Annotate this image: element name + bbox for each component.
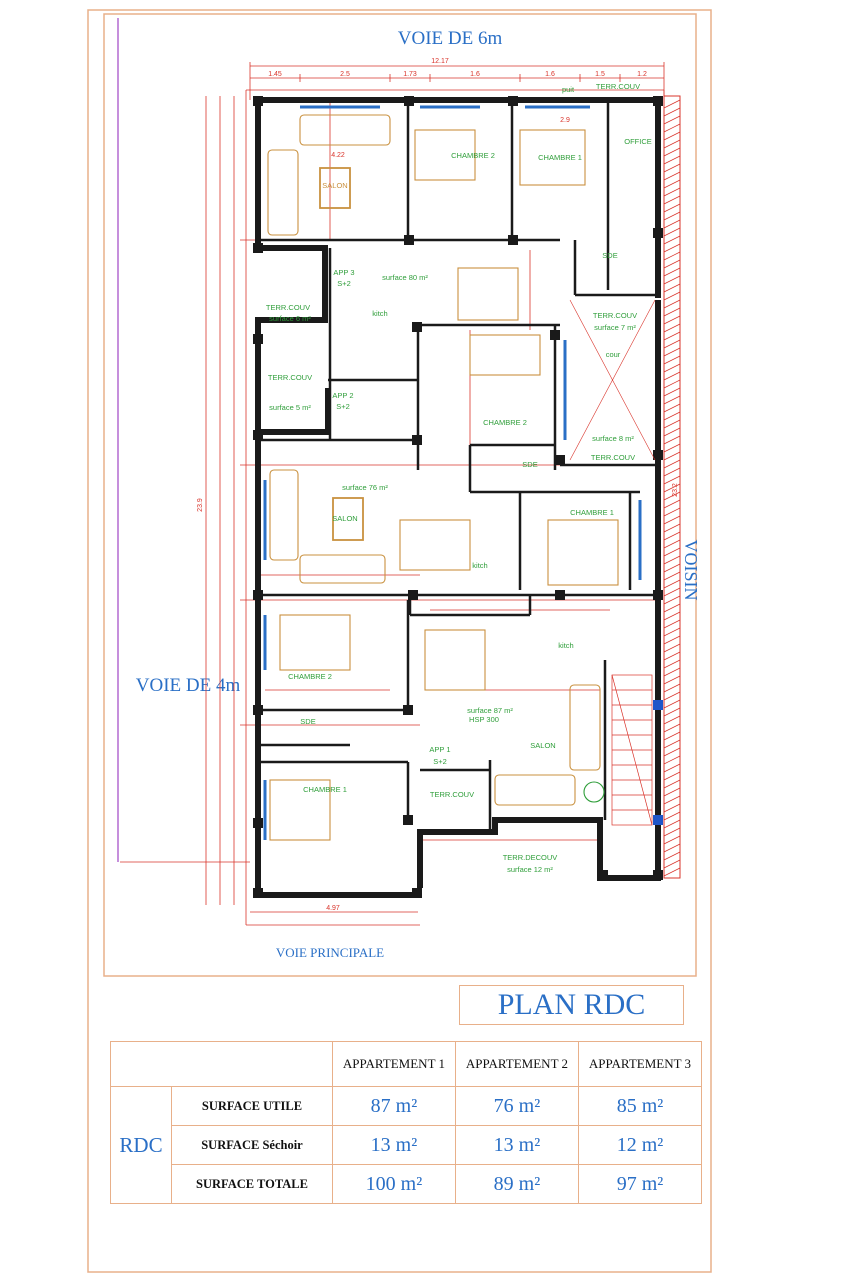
dim-top-8: 2.9 (560, 117, 570, 124)
label-salon-top: SALON (322, 181, 347, 190)
row-label: SURFACE UTILE (171, 1086, 333, 1126)
dim-top-5: 1.6 (545, 71, 555, 78)
table-cell: 13 m² (454, 1125, 579, 1165)
label-salon-mid: SALON (332, 514, 357, 523)
label-app2: APP 2 (332, 391, 353, 400)
exterior-walls (255, 97, 661, 898)
table-cell: 89 m² (454, 1164, 579, 1204)
label-chambre2-low: CHAMBRE 2 (288, 672, 332, 681)
label-app1: APP 1 (429, 745, 450, 754)
windows (263, 105, 642, 840)
top-road-label: VOIE DE 6m (398, 28, 503, 49)
dim-top-1: 1.45 (268, 71, 282, 78)
dim-top-7: 1.2 (637, 71, 647, 78)
label-app3: APP 3 (333, 268, 354, 277)
columns (253, 96, 663, 898)
label-chambre1-top: CHAMBRE 1 (538, 153, 582, 162)
label-surface-87: surface 87 m² (467, 706, 513, 715)
left-road-label: VOIE DE 4m (136, 675, 241, 696)
plan-title: PLAN RDC (497, 988, 646, 1021)
table-cell: 87 m² (331, 1086, 456, 1126)
plan-frame (103, 13, 697, 977)
table-header-cell: APPARTEMENT 1 (331, 1041, 456, 1087)
dim-total-top: 12.17 (431, 58, 449, 65)
label-surface-8: surface 8 m² (592, 434, 634, 443)
label-hsp: HSP 300 (469, 715, 499, 724)
table-header-cell (110, 1041, 333, 1087)
label-salon-low: SALON (530, 741, 555, 750)
label-terr-couv-left: TERR.COUV (266, 303, 310, 312)
table-cell: 13 m² (331, 1125, 456, 1165)
surface-table: APPARTEMENT 1 APPARTEMENT 2 APPARTEMENT … (110, 1041, 703, 1204)
label-surface-76: surface 76 m² (342, 483, 388, 492)
table-row: RDC SURFACE UTILE 87 m² 76 m² 85 m² (110, 1086, 703, 1204)
label-terr-decouv: TERR.DECOUV (503, 853, 558, 862)
plan-title-box: PLAN RDC (459, 985, 684, 1025)
dim-right-total: 23.2 (672, 483, 679, 497)
label-surface-12: surface 12 m² (507, 865, 553, 874)
label-surface-5: surface 5 m² (269, 403, 311, 412)
table-header-cell: APPARTEMENT 2 (454, 1041, 579, 1087)
label-cour: cour (606, 350, 621, 359)
dim-bottom: 4.97 (326, 905, 340, 912)
label-kitch-mid: kitch (472, 561, 487, 570)
furniture (267, 114, 619, 841)
label-terr-couv-right: TERR.COUV (593, 311, 637, 320)
label-sde-mid: SDE (522, 460, 537, 469)
label-chambre1-mid: CHAMBRE 1 (570, 508, 614, 517)
label-app1-s: S+2 (433, 757, 447, 766)
table-cell: 76 m² (454, 1086, 579, 1126)
level-cell: RDC (110, 1086, 172, 1204)
label-chambre2-top: CHAMBRE 2 (451, 151, 495, 160)
stair (611, 674, 653, 826)
table-cell: 12 m² (577, 1125, 703, 1165)
table-row: SURFACE TOTALE 100 m² 89 m² 97 m² (111, 1164, 703, 1204)
label-kitch-low: kitch (558, 641, 573, 650)
dim-salon-top: 4.22 (331, 152, 345, 159)
table-row: SURFACE Séchoir 13 m² 13 m² 12 m² (111, 1125, 703, 1165)
table-cell: 97 m² (577, 1164, 703, 1204)
label-surface-6: surface 6 m² (269, 314, 311, 323)
label-app2-s: S+2 (336, 402, 350, 411)
courtyard-cross (569, 299, 656, 461)
label-kitch-top: kitch (372, 309, 387, 318)
label-sde-top: SDE (602, 251, 617, 260)
label-surface-80: surface 80 m² (382, 273, 428, 282)
label-terr-couv-left2: TERR.COUV (268, 373, 312, 382)
dim-top-6: 1.5 (595, 71, 605, 78)
label-terr-couv-r2: TERR.COUV (591, 453, 635, 462)
neighbor-label: VOISIN (681, 540, 701, 601)
table-cell: 85 m² (577, 1086, 703, 1126)
outer-frame (87, 9, 712, 1273)
dimension-texts: 12.17 1.45 2.5 1.73 1.6 1.6 1.5 1.2 2.9 … (197, 58, 679, 912)
dim-top-4: 1.6 (470, 71, 480, 78)
dimension-lines (120, 62, 665, 926)
label-app3-s: S+2 (337, 279, 351, 288)
label-puit: puit (562, 85, 575, 94)
row-label: SURFACE TOTALE (171, 1164, 333, 1204)
label-chambre2-mid: CHAMBRE 2 (483, 418, 527, 427)
label-sde-low: SDE (300, 717, 315, 726)
label-surface-7: surface 7 m² (594, 323, 636, 332)
table-header-cell: APPARTEMENT 3 (577, 1041, 703, 1087)
neighbor-hatch (663, 95, 681, 879)
room-labels: SALON CHAMBRE 2 CHAMBRE 1 OFFICE TERR.CO… (266, 82, 652, 874)
dim-top-3: 1.73 (403, 71, 417, 78)
row-label: SURFACE Séchoir (171, 1125, 333, 1165)
label-office: OFFICE (624, 137, 652, 146)
dim-left-total: 23.9 (197, 498, 204, 512)
label-terr-couv-top: TERR.COUV (596, 82, 640, 91)
table-header-row: APPARTEMENT 1 APPARTEMENT 2 APPARTEMENT … (110, 1041, 703, 1087)
label-chambre1-low: CHAMBRE 1 (303, 785, 347, 794)
label-terr-couv-low: TERR.COUV (430, 790, 474, 799)
bottom-road-label: VOIE PRINCIPALE (276, 945, 384, 960)
table-cell: 100 m² (331, 1164, 456, 1204)
dim-top-2: 2.5 (340, 71, 350, 78)
